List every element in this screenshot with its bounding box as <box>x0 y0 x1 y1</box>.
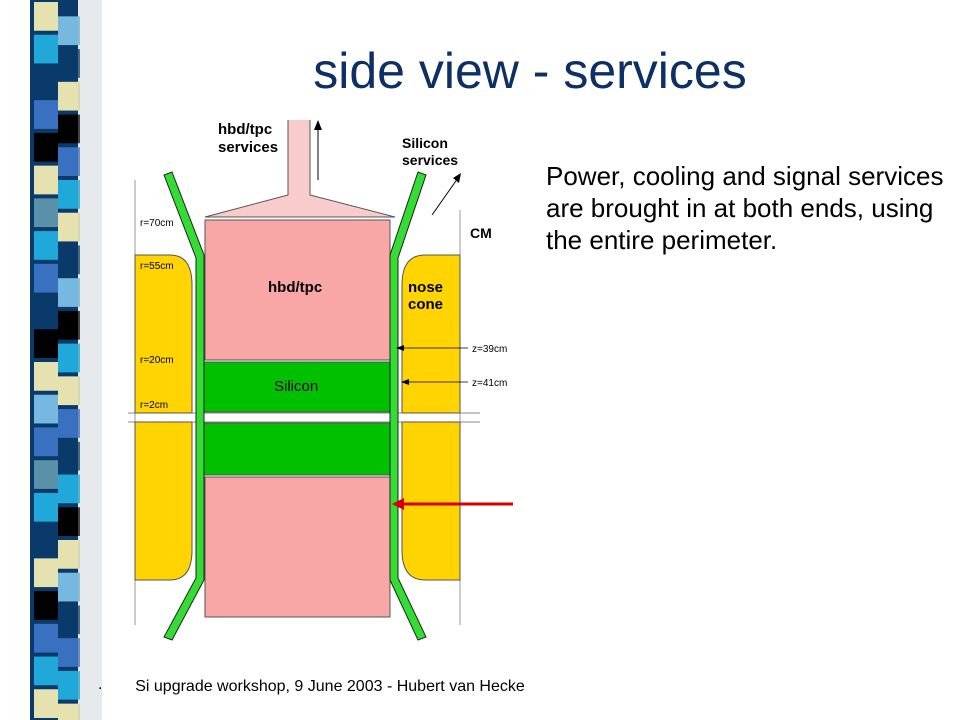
silicon-services-label-1: Silicon <box>402 135 448 151</box>
red-arrowhead <box>392 498 404 510</box>
hbd-services-label-2: services <box>218 139 278 156</box>
slide-title: side view - services <box>313 43 747 99</box>
z41-label: z=41cm <box>472 378 507 389</box>
silicon-services-arrowhead <box>453 173 461 183</box>
cm-label: CM <box>470 225 492 241</box>
nose-cone-top <box>401 254 461 414</box>
hbd-tpc-label: hbd/tpc <box>268 279 322 296</box>
silicon-bottom <box>201 422 397 476</box>
services-band-left <box>163 171 205 641</box>
side-view-diagram: hbd/tpc services Silicon services CM hbd… <box>120 110 540 655</box>
r2-label: r=2cm <box>140 400 168 411</box>
hbd-services-chimney <box>204 120 396 218</box>
description-text: Power, cooling and signal services are b… <box>546 161 944 255</box>
silicon-services-arrow <box>431 177 459 216</box>
nose-cone-bottom <box>401 421 461 581</box>
r20-label: r=20cm <box>140 355 174 366</box>
z39-label: z=39cm <box>472 344 507 355</box>
yellow-region-left-top <box>134 254 193 414</box>
hbd-services-label-1: hbd/tpc <box>218 121 272 138</box>
services-band-right <box>389 171 427 641</box>
footer-text: Si upgrade workshop, 9 June 2003 - Huber… <box>135 678 525 695</box>
silicon-services-label-2: services <box>402 152 458 168</box>
r55-label: r=55cm <box>140 261 174 272</box>
hbd-tpc-bottom <box>204 476 391 618</box>
hbd-tpc-top <box>204 219 391 361</box>
hbd-services-arrowhead <box>314 120 322 130</box>
yellow-region-left-bottom <box>134 421 193 581</box>
silicon-label: Silicon <box>274 378 318 395</box>
footer-dot: . <box>98 676 103 693</box>
nose-cone-label-1: nose <box>408 279 443 296</box>
r70-label: r=70cm <box>140 218 174 229</box>
nose-cone-label-2: cone <box>408 296 443 313</box>
decorative-side-strip <box>0 0 110 720</box>
